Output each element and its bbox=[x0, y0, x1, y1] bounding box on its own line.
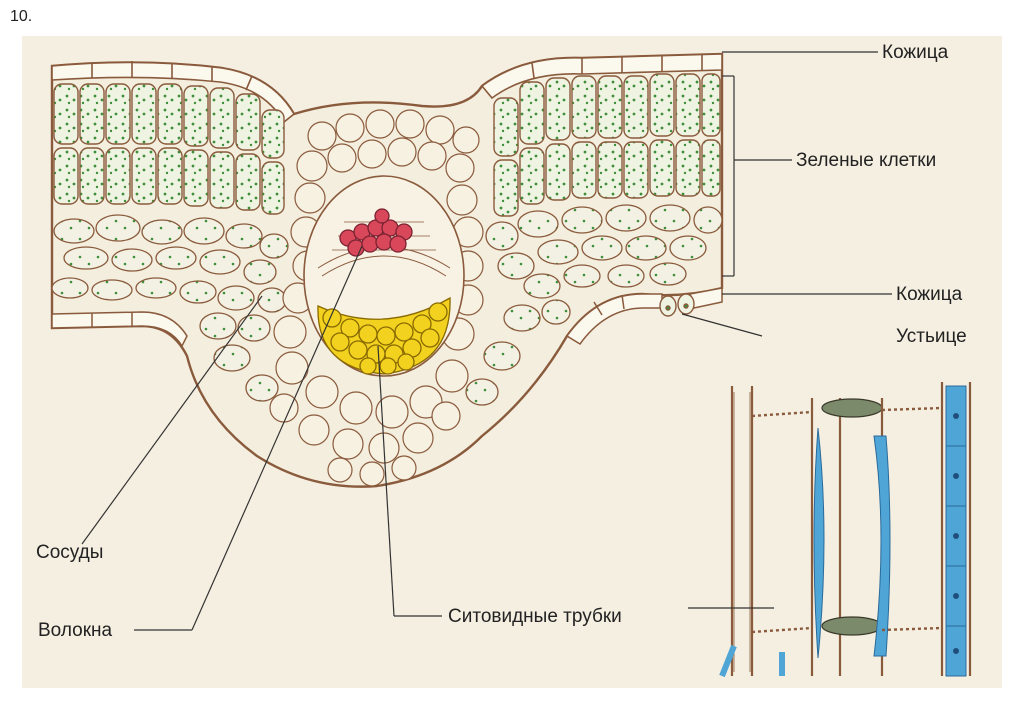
figure-svg: Кожица Зеленые клетки Кожица Устьице Сос… bbox=[22, 36, 1002, 688]
label-stoma: Устьице bbox=[896, 326, 967, 347]
bottom-epidermis-left bbox=[52, 312, 187, 346]
inset-sieve-tubes bbox=[722, 382, 1000, 676]
leaf-cross-section-figure: Кожица Зеленые клетки Кожица Устьице Сос… bbox=[22, 36, 1002, 688]
label-fibers: Волокна bbox=[38, 620, 112, 641]
page-number: 10. bbox=[10, 8, 32, 26]
label-epidermis-bottom: Кожица bbox=[896, 284, 963, 305]
label-green-cells: Зеленые клетки bbox=[796, 150, 936, 171]
palisade-cells-left bbox=[54, 84, 284, 214]
stoma-guard-cells bbox=[660, 294, 694, 316]
label-sieve-tubes: Ситовидные трубки bbox=[448, 606, 622, 627]
label-vessels: Сосуды bbox=[36, 542, 103, 563]
label-epidermis-top: Кожица bbox=[882, 42, 949, 63]
